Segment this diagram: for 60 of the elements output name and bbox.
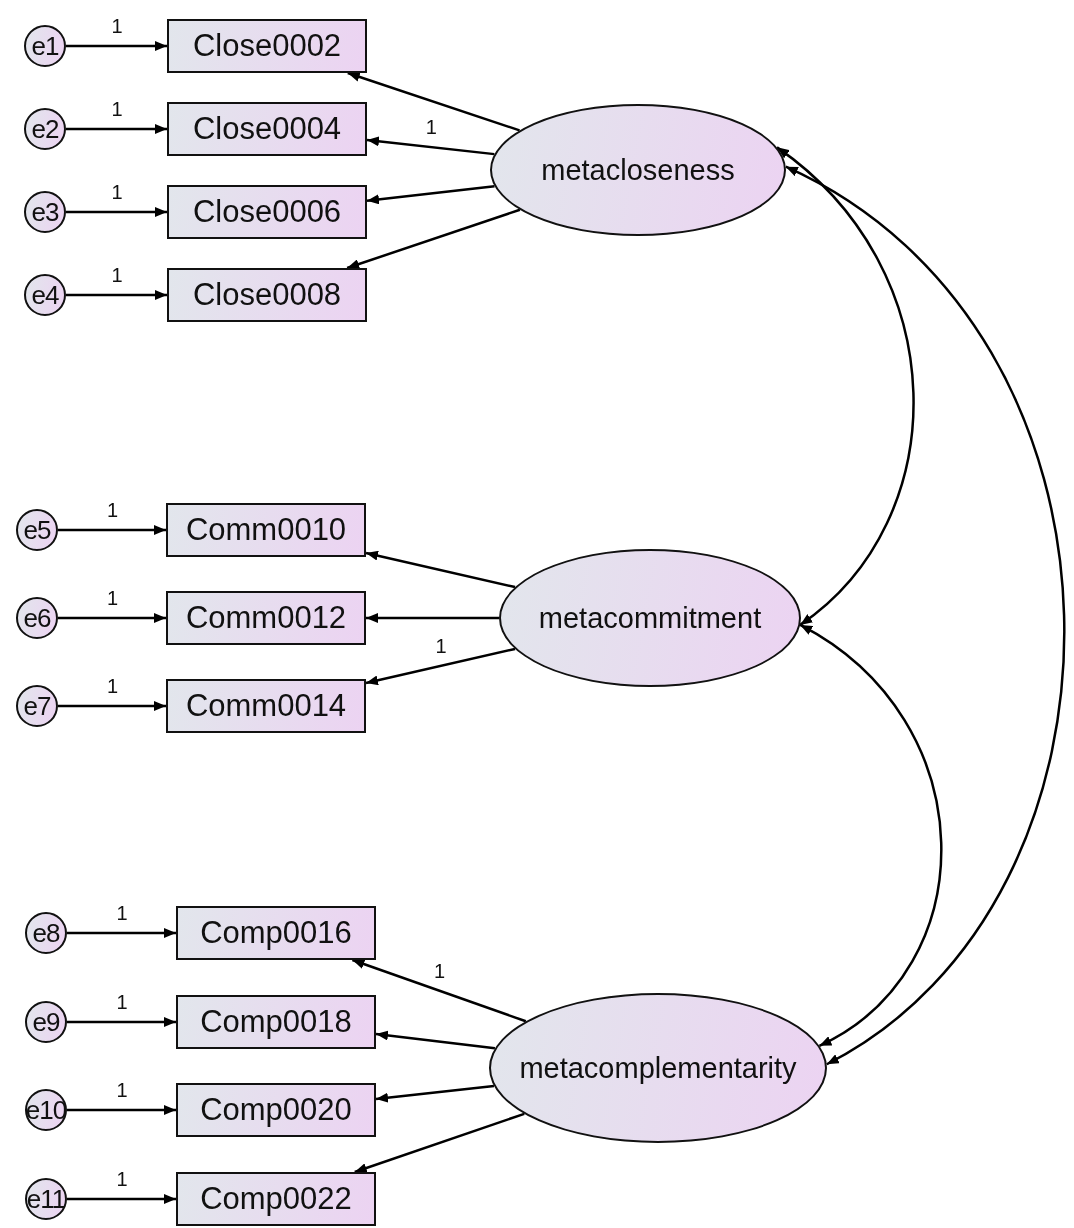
- observed-variable-box: Comp0020: [176, 1083, 376, 1137]
- error-circle: e11: [25, 1178, 67, 1220]
- edge-label: 1: [106, 588, 120, 608]
- error-circle: e1: [24, 25, 66, 67]
- error-circle: e8: [25, 912, 67, 954]
- error-circle: e6: [16, 597, 58, 639]
- path-arrow: [366, 136, 495, 156]
- observed-variable-box: Comm0010: [166, 503, 366, 557]
- path-arrow: [66, 124, 167, 134]
- edge-label: 1: [434, 636, 448, 656]
- edge-label: 1: [110, 182, 124, 202]
- latent-variable-ellipse: metacloseness: [490, 104, 786, 236]
- path-arrow: [58, 525, 166, 535]
- path-arrow: [66, 207, 167, 217]
- observed-variable-box: Close0004: [167, 102, 367, 156]
- path-arrow: [58, 701, 166, 711]
- observed-variable-box: Close0008: [167, 268, 367, 322]
- observed-variable-box: Comp0016: [176, 906, 376, 960]
- observed-variable-box: Close0002: [167, 19, 367, 73]
- edge-label: 1: [106, 500, 120, 520]
- observed-variable-box: Close0006: [167, 185, 367, 239]
- path-arrow: [347, 71, 520, 132]
- error-circle: e2: [24, 108, 66, 150]
- path-arrow: [66, 290, 167, 300]
- error-circle: e7: [16, 685, 58, 727]
- path-arrow: [346, 208, 521, 270]
- path-arrow: [354, 1112, 525, 1174]
- path-arrow: [58, 613, 166, 623]
- edge-label: 1: [110, 265, 124, 285]
- error-circle: e9: [25, 1001, 67, 1043]
- latent-variable-ellipse: metacommitment: [499, 549, 801, 687]
- path-arrow: [375, 1030, 496, 1050]
- path-arrow: [366, 185, 495, 205]
- path-arrow: [365, 550, 516, 589]
- edge-label: 1: [115, 992, 129, 1012]
- edge-label: 1: [106, 676, 120, 696]
- path-arrow: [67, 1017, 176, 1027]
- error-circle: e5: [16, 509, 58, 551]
- path-arrow: [366, 613, 499, 623]
- error-circle: e4: [24, 274, 66, 316]
- observed-variable-box: Comm0014: [166, 679, 366, 733]
- edge-label: 1: [115, 903, 129, 923]
- path-arrow: [66, 41, 167, 51]
- edge-label: 1: [110, 16, 124, 36]
- path-arrow: [352, 958, 527, 1023]
- covariance-arrow: [799, 623, 943, 1047]
- edge-label: 1: [110, 99, 124, 119]
- path-arrow: [67, 1105, 176, 1115]
- path-arrow: [365, 647, 516, 686]
- covariance-arrow: [776, 146, 915, 626]
- observed-variable-box: Comm0012: [166, 591, 366, 645]
- error-circle: e3: [24, 191, 66, 233]
- observed-variable-box: Comp0018: [176, 995, 376, 1049]
- covariance-arrow: [785, 165, 1065, 1066]
- edge-label: 1: [115, 1080, 129, 1100]
- path-arrow: [67, 1194, 176, 1204]
- path-arrow: [67, 928, 176, 938]
- edge-label: 1: [115, 1169, 129, 1189]
- observed-variable-box: Comp0022: [176, 1172, 376, 1226]
- latent-variable-ellipse: metacomplementarity: [489, 993, 827, 1143]
